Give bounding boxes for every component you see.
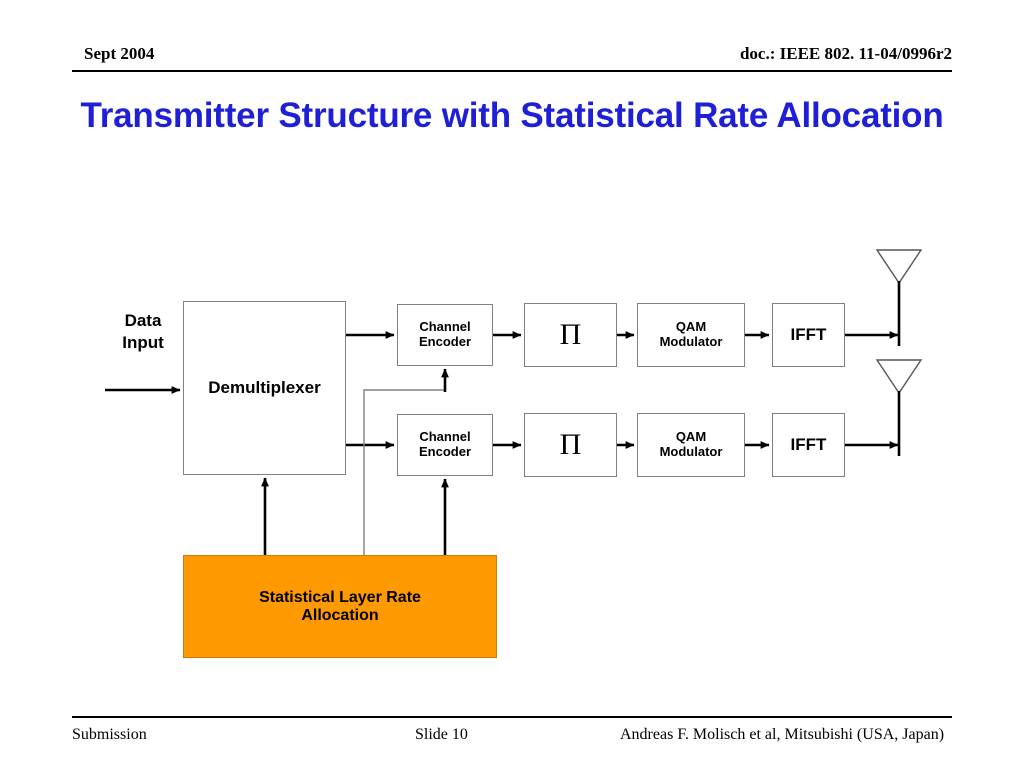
footer-authors: Andreas F. Molisch et al, Mitsubishi (US… bbox=[620, 726, 945, 743]
block-interleaver-2[interactable]: Π bbox=[524, 413, 617, 477]
block-channel-encoder-2-line1: Channel bbox=[419, 429, 471, 445]
block-demultiplexer-label: Demultiplexer bbox=[208, 378, 321, 398]
data-input-label: Data Input bbox=[104, 310, 182, 354]
block-interleaver-1[interactable]: Π bbox=[524, 303, 617, 367]
antenna-2 bbox=[875, 359, 923, 395]
block-qam-modulator-2-label: QAM Modulator bbox=[658, 430, 725, 459]
footer-slide-number: Slide 10 bbox=[415, 726, 468, 743]
footer-submission-label: Submission bbox=[72, 726, 147, 743]
block-qam-modulator-2[interactable]: QAM Modulator bbox=[637, 413, 745, 477]
block-qam-modulator-1-line2: Modulator bbox=[659, 334, 723, 349]
footer-divider bbox=[72, 716, 952, 718]
block-channel-encoder-1-label: Channel Encoder bbox=[417, 320, 473, 349]
block-ifft-1-label: IFFT bbox=[790, 325, 827, 345]
data-input-label-line2: Input bbox=[122, 332, 164, 352]
block-ifft-1[interactable]: IFFT bbox=[772, 303, 845, 367]
slide-header: Sept 2004 doc.: IEEE 802. 11-04/0996r2 bbox=[72, 44, 952, 72]
allocation-line2: Allocation bbox=[301, 606, 379, 624]
block-ifft-2[interactable]: IFFT bbox=[772, 413, 845, 477]
block-channel-encoder-1-line2: Encoder bbox=[418, 334, 471, 349]
control-line-allocation-to-chenc1 bbox=[363, 389, 445, 555]
slide-footer: Submission Slide 10 Andreas F. Molisch e… bbox=[72, 726, 972, 750]
block-channel-encoder-1-line1: Channel bbox=[419, 319, 471, 335]
antenna-1-triangle bbox=[875, 249, 923, 285]
block-qam-modulator-2-line2: Modulator bbox=[659, 444, 723, 459]
block-channel-encoder-2[interactable]: Channel Encoder bbox=[397, 414, 493, 476]
header-divider bbox=[72, 70, 952, 72]
block-interleaver-2-label: Π bbox=[559, 428, 582, 461]
block-qam-modulator-1[interactable]: QAM Modulator bbox=[637, 303, 745, 367]
data-input-label-line1: Data bbox=[124, 311, 162, 330]
block-channel-encoder-2-label: Channel Encoder bbox=[417, 430, 473, 459]
block-channel-encoder-1[interactable]: Channel Encoder bbox=[397, 304, 493, 366]
antenna-1 bbox=[875, 249, 923, 285]
block-qam-modulator-1-line1: QAM bbox=[675, 319, 707, 335]
block-demultiplexer[interactable]: Demultiplexer bbox=[183, 301, 346, 475]
block-qam-modulator-2-line1: QAM bbox=[675, 429, 707, 445]
allocation-line1: Statistical Layer Rate bbox=[259, 588, 421, 606]
page-title: Transmitter Structure with Statistical R… bbox=[80, 96, 944, 135]
block-channel-encoder-2-line2: Encoder bbox=[418, 444, 471, 459]
header-date: Sept 2004 bbox=[84, 44, 155, 63]
block-qam-modulator-1-label: QAM Modulator bbox=[658, 320, 725, 349]
block-statistical-layer-rate-allocation[interactable]: Statistical Layer Rate Allocation bbox=[183, 555, 497, 658]
antenna-2-triangle bbox=[875, 359, 923, 395]
header-document-number: doc.: IEEE 802. 11-04/0996r2 bbox=[739, 44, 952, 63]
block-ifft-2-label: IFFT bbox=[790, 435, 827, 455]
block-statistical-layer-rate-allocation-label: Statistical Layer Rate Allocation bbox=[257, 589, 423, 625]
block-interleaver-1-label: Π bbox=[559, 318, 582, 351]
